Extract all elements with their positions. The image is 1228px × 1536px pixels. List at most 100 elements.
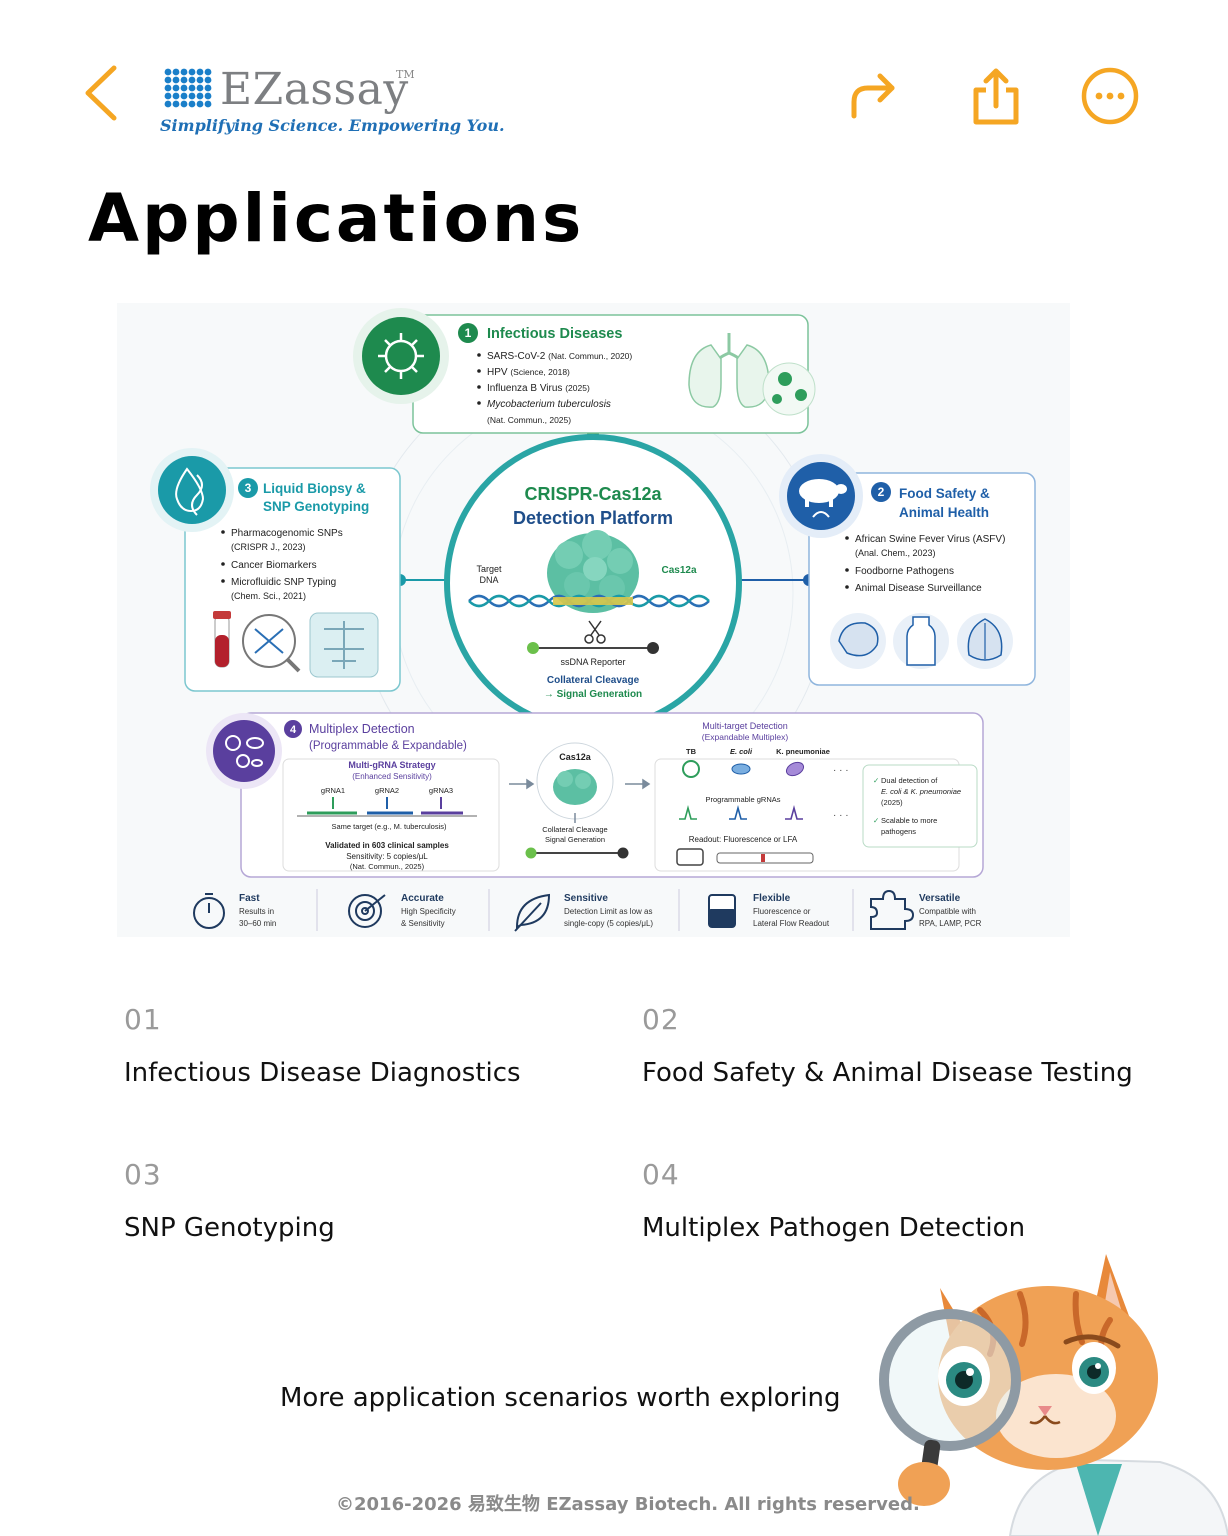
note-text: Dual detection of <box>881 776 938 785</box>
feature-line: single-copy (5 copies/μL) <box>564 919 653 928</box>
microfluidic-chip-icon <box>309 612 379 678</box>
dna-helix-icon <box>468 594 710 608</box>
same-target-label: Same target (e.g., M. tuberculosis) <box>331 822 447 831</box>
meat-icon <box>830 613 886 669</box>
chevron-left-icon <box>85 65 117 121</box>
more-button[interactable] <box>1080 66 1140 126</box>
fluorescence-peaks-icon <box>679 804 803 820</box>
panel-infectious-diseases: 1 Infectious Diseases SARS-CoV-2 (Nat. C… <box>353 308 816 434</box>
application-label: SNP Genotyping <box>124 1213 335 1243</box>
feature-fast: Fast Results in 30–60 min <box>193 893 276 929</box>
readout-devices-icon <box>676 848 814 866</box>
cas12a-label: Cas12a <box>661 565 696 576</box>
pig-icon <box>799 479 847 518</box>
stopwatch-icon <box>193 893 225 929</box>
panel-number: 3 <box>245 481 252 495</box>
reference-text: (Nat. Commun., 2025) <box>350 862 425 871</box>
ellipsis: · · · <box>833 765 849 776</box>
forward-arrow-icon <box>851 73 895 119</box>
target-dna-label: Target <box>476 564 502 574</box>
feature-sensitive: Sensitive Detection Limit as low as sing… <box>514 893 653 932</box>
blood-drop-dna-icon <box>175 467 205 516</box>
application-item[interactable]: 02 Food Safety & Animal Disease Testing <box>642 1003 1133 1088</box>
feature-line: High Specificity <box>401 907 456 916</box>
application-label: Infectious Disease Diagnostics <box>124 1058 521 1088</box>
panel-title: Infectious Diseases <box>487 326 622 342</box>
application-item[interactable]: 03 SNP Genotyping <box>124 1158 335 1243</box>
list-item: Animal Disease Surveillance <box>855 583 982 594</box>
panel-liquid-biopsy: 3 Liquid Biopsy & SNP Genotyping Pharmac… <box>150 448 401 692</box>
platform-title: Detection Platform <box>513 508 673 528</box>
panel-title: Multiplex Detection <box>309 722 415 736</box>
list-item: African Swine Fever Virus (ASFV) <box>855 534 1005 545</box>
leaf-icon <box>514 893 551 932</box>
grna-label: gRNA2 <box>375 786 399 795</box>
validated-text: Validated in 603 clinical samples <box>325 841 449 850</box>
list-item: Cancer Biomarkers <box>231 560 317 571</box>
infographic-canvas: 1 Infectious Diseases SARS-CoV-2 (Nat. C… <box>150 308 1036 932</box>
application-number: 04 <box>642 1158 680 1191</box>
feature-line: RPA, LAMP, PCR <box>919 919 982 928</box>
feature-title: Fast <box>239 893 260 904</box>
sensitivity-text: Sensitivity: 5 copies/μL <box>346 852 428 861</box>
cat-scientist-magnifier-icon <box>879 1254 1228 1536</box>
check-icon: ✓ <box>873 776 879 785</box>
panel-number: 2 <box>878 485 885 499</box>
virus-icon <box>378 333 424 379</box>
list-item-ref: (Nat. Commun., 2025) <box>487 415 571 425</box>
panel-number: 4 <box>290 724 297 736</box>
feature-line: Lateral Flow Readout <box>753 919 830 928</box>
panel-title: Liquid Biopsy & <box>263 481 366 496</box>
scissors-icon <box>584 620 606 644</box>
note-text: (2025) <box>881 798 903 807</box>
application-label: Multiplex Pathogen Detection <box>642 1213 1026 1243</box>
list-item: HPV (Science, 2018) <box>487 367 570 378</box>
features-strip: Fast Results in 30–60 min Accurate High … <box>193 889 982 932</box>
panel-title: Animal Health <box>899 505 989 520</box>
feature-line: & Sensitivity <box>401 919 445 928</box>
feature-title: Versatile <box>919 893 961 904</box>
cleavage-label: Collateral Cleavage <box>542 825 607 834</box>
puzzle-icon <box>870 889 915 930</box>
back-button[interactable] <box>80 64 124 122</box>
dna-magnifier-icon <box>242 614 301 673</box>
more-icon <box>1081 67 1139 125</box>
explore-more-link[interactable]: More application scenarios worth explori… <box>280 1383 841 1413</box>
arrow-right-icon <box>509 778 651 790</box>
device-icon <box>708 894 736 928</box>
ssdna-reporter-icon <box>527 642 659 654</box>
cleavage-label: Collateral Cleavage <box>547 675 640 686</box>
readout-label: Readout: Fluorescence or LFA <box>689 835 798 844</box>
share-icon <box>973 68 1019 125</box>
feature-line: Results in <box>239 907 274 916</box>
feature-accurate: Accurate High Specificity & Sensitivity <box>348 893 456 928</box>
target-dna-label: DNA <box>479 575 498 585</box>
application-item[interactable]: 04 Multiplex Pathogen Detection <box>642 1158 1025 1243</box>
logo-trademark: TM <box>396 68 415 81</box>
forward-button[interactable] <box>842 66 902 126</box>
share-button[interactable] <box>966 66 1026 126</box>
application-label: Food Safety & Animal Disease Testing <box>642 1058 1133 1088</box>
signal-label: Signal Generation <box>545 835 605 844</box>
feature-line: 30–60 min <box>239 919 276 928</box>
grna-strands-icon <box>297 797 477 817</box>
application-item[interactable]: 01 Infectious Disease Diagnostics <box>124 1003 521 1088</box>
list-item: Microfluidic SNP Typing <box>231 577 336 588</box>
target-icon <box>348 894 386 928</box>
strategy-title: Multi-gRNA Strategy <box>348 760 435 770</box>
list-item: Foodborne Pathogens <box>855 566 954 577</box>
ssdna-reporter-icon <box>525 847 629 859</box>
list-item: SARS-CoV-2 (Nat. Commun., 2020) <box>487 351 632 362</box>
application-number: 01 <box>124 1003 162 1036</box>
target-label: TB <box>686 747 697 756</box>
pathogens-icon <box>225 735 264 768</box>
feature-versatile: Versatile Compatible with RPA, LAMP, PCR <box>870 889 982 930</box>
logo-dots-icon <box>164 68 212 108</box>
feature-title: Sensitive <box>564 893 608 904</box>
panel-multiplex: 4 Multiplex Detection (Programmable & Ex… <box>206 712 984 878</box>
grna-label: gRNA3 <box>429 786 453 795</box>
list-item: Influenza B Virus (2025) <box>487 383 590 394</box>
note-text: pathogens <box>881 827 916 836</box>
target-label: K. pneumoniae <box>776 747 830 756</box>
application-number: 02 <box>642 1003 680 1036</box>
